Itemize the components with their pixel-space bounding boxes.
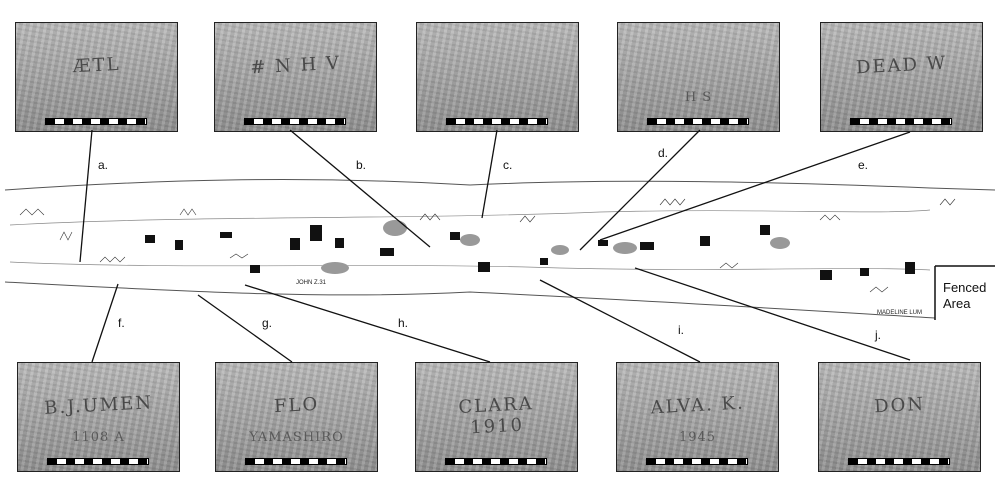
photo-panel-a: ÆTL [15,22,178,132]
wall-bedding [9,209,931,226]
panel-label-j: j. [875,328,881,342]
panel-label-e: e. [858,158,869,172]
scale-bar [849,118,952,125]
scale-bar [244,458,347,465]
wall-bedding [9,261,931,271]
photo-panel-e: DEAD W [820,22,983,132]
wall-text-madeline: MADELINE LUM [877,310,922,316]
inscription-scribbles [19,198,956,293]
scale-bar [243,118,346,125]
photo-panel-b: # N H V [214,22,377,132]
photo-panel-i: ALVA. K.1945 [616,362,779,472]
scale-bar [645,458,748,465]
inscription-clusters [145,225,915,280]
panel-label-c: c. [503,158,513,172]
panel-label-i: i. [678,323,684,337]
wall-text-john: JOHN Z.31 [296,280,327,286]
photo-panel-h: CLARA 1910 [415,362,578,472]
scale-bar [847,458,950,465]
scale-bar [444,458,547,465]
panel-label-f: f. [118,316,125,330]
panel-label-b: b. [356,158,367,172]
panel-label-d: d. [658,146,669,160]
leader-lines [79,129,911,363]
panel-label-a: a. [98,158,109,172]
panel-label-g: g. [262,316,273,330]
scale-bar [46,458,149,465]
scale-bar [44,118,147,125]
wall-outline [4,281,936,319]
photo-panel-c [416,22,579,132]
photo-panel-j: DON [818,362,981,472]
wall-outline [4,179,996,191]
photo-panel-d: H S [617,22,780,132]
scale-bar [445,118,548,125]
inscription-shading [321,220,790,274]
fenced-area-label: Fenced Area [943,280,987,311]
scale-bar [646,118,749,125]
panel-label-h: h. [398,316,409,330]
